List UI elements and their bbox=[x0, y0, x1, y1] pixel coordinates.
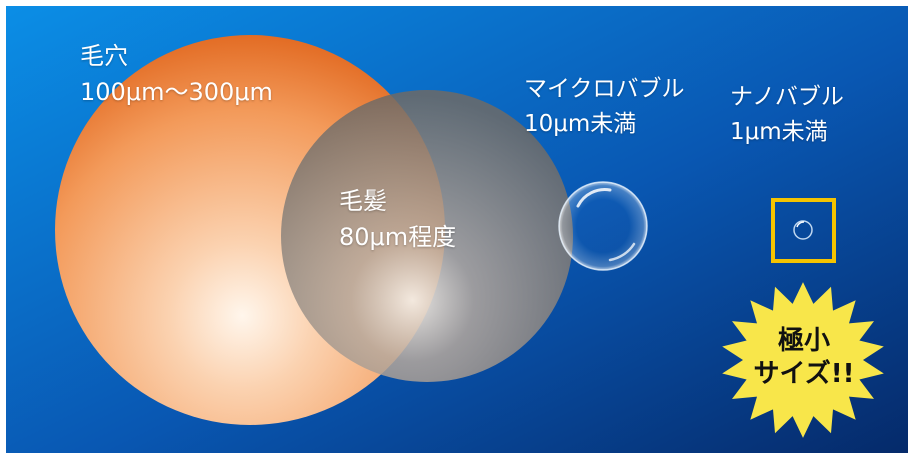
callout-text: 極小 サイズ!! bbox=[734, 325, 874, 390]
microbubble-name: マイクロバブル bbox=[524, 76, 685, 102]
nanobubble-sphere bbox=[793, 220, 813, 240]
pore-label: 毛穴 100μm〜300μm bbox=[80, 38, 273, 110]
pore-size: 100μm〜300μm bbox=[80, 78, 273, 106]
callout-line1: 極小 bbox=[777, 326, 830, 356]
nanobubble-label: ナノバブル 1μm未満 bbox=[730, 80, 844, 149]
pore-name: 毛穴 bbox=[80, 42, 128, 70]
hair-label: 毛髪 80μm程度 bbox=[339, 183, 456, 255]
nanobubble-highlight-box bbox=[771, 198, 836, 263]
hair-name: 毛髪 bbox=[339, 187, 387, 215]
callout-burst bbox=[722, 282, 884, 438]
callout-line2: サイズ!! bbox=[753, 358, 855, 389]
microbubble-label: マイクロバブル 10μm未満 bbox=[524, 72, 685, 141]
hair-size: 80μm程度 bbox=[339, 223, 457, 251]
nanobubble-size: 1μm未満 bbox=[730, 118, 828, 145]
microbubble-sphere bbox=[558, 181, 648, 271]
nanobubble-name: ナノバブル bbox=[730, 84, 844, 110]
hair-sphere bbox=[281, 90, 573, 382]
microbubble-size: 10μm未満 bbox=[524, 110, 637, 137]
